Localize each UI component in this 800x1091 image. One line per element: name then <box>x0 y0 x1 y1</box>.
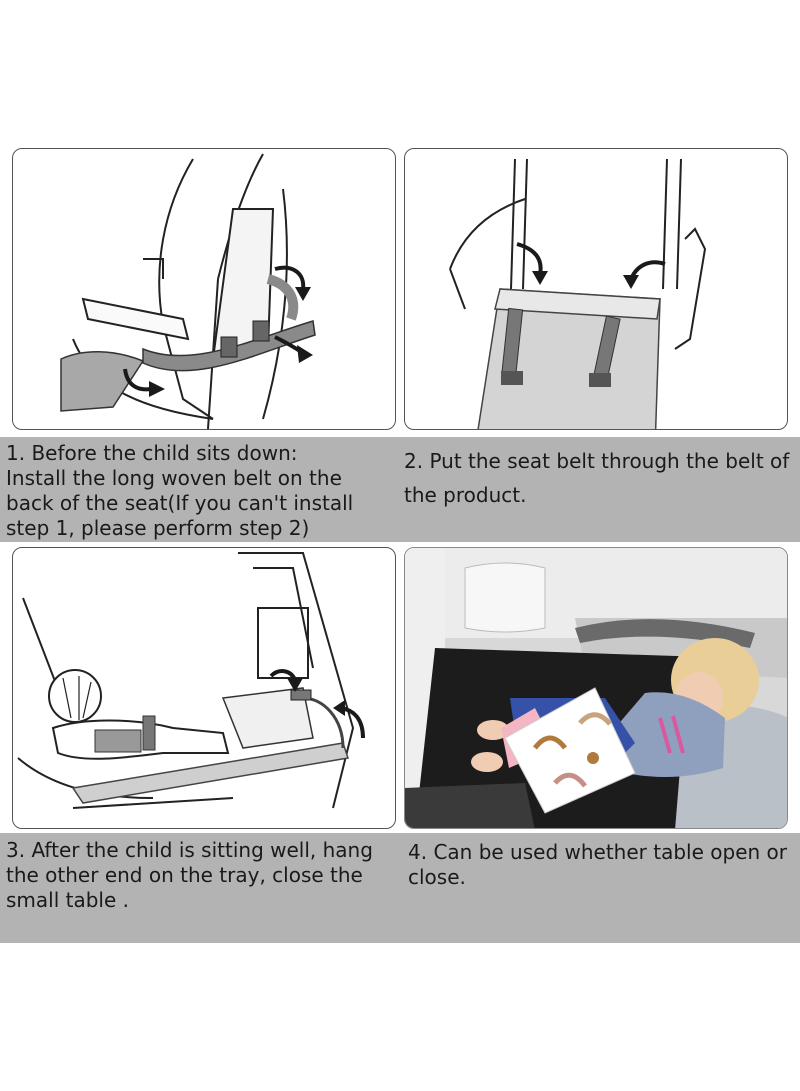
step4-photo <box>404 547 788 829</box>
curved-arrow-icon <box>274 335 313 363</box>
caption-line: step 1, please perform step 2) <box>6 516 310 540</box>
curved-arrow-icon <box>623 260 666 289</box>
belt-pad <box>60 351 145 412</box>
caption-line: small table . <box>6 888 129 912</box>
step2-caption: 2. Put the seat belt through the belt of… <box>404 444 800 512</box>
step2-illustration <box>404 148 788 430</box>
caption-line: 3. After the child is sitting well, hang <box>6 838 373 862</box>
child-sweater <box>615 692 725 777</box>
child-on-footrest-photo <box>405 548 787 828</box>
tray-table <box>221 687 314 749</box>
footrest <box>71 742 349 804</box>
curved-arrow-icon <box>333 700 365 739</box>
child-seated-tray-drawing <box>17 552 365 809</box>
seat-belt-through-product-drawing <box>449 158 707 429</box>
woven-belt <box>142 320 316 372</box>
step1-caption: 1. Before the child sits down: Install t… <box>6 441 398 541</box>
caption-line: 2. Put the seat belt through the belt of <box>404 449 790 473</box>
step4-caption: 4. Can be used whether table open or clo… <box>408 840 800 890</box>
caption-line: close. <box>408 865 466 889</box>
caption-line: the other end on the tray, close the <box>6 863 363 887</box>
step3-caption: 3. After the child is sitting well, hang… <box>6 838 398 913</box>
caption-line: 4. Can be used whether table open or <box>408 840 787 864</box>
step3-illustration <box>12 547 396 829</box>
curved-arrow-icon <box>269 669 303 692</box>
caption-line: the product. <box>404 483 527 507</box>
caption-band-bottom <box>0 833 800 943</box>
curved-arrow-icon <box>123 368 165 397</box>
curved-arrow-icon <box>516 242 548 285</box>
seat-back-belt-drawing <box>60 153 316 429</box>
curved-arrow-icon <box>274 265 311 301</box>
caption-line: Install the long woven belt on the <box>6 466 342 490</box>
child-head <box>48 669 102 723</box>
step1-illustration <box>12 148 396 430</box>
caption-line: 1. Before the child sits down: <box>6 441 298 465</box>
caption-line: back of the seat(If you can't install <box>6 491 354 515</box>
caption-band-top <box>0 437 800 542</box>
